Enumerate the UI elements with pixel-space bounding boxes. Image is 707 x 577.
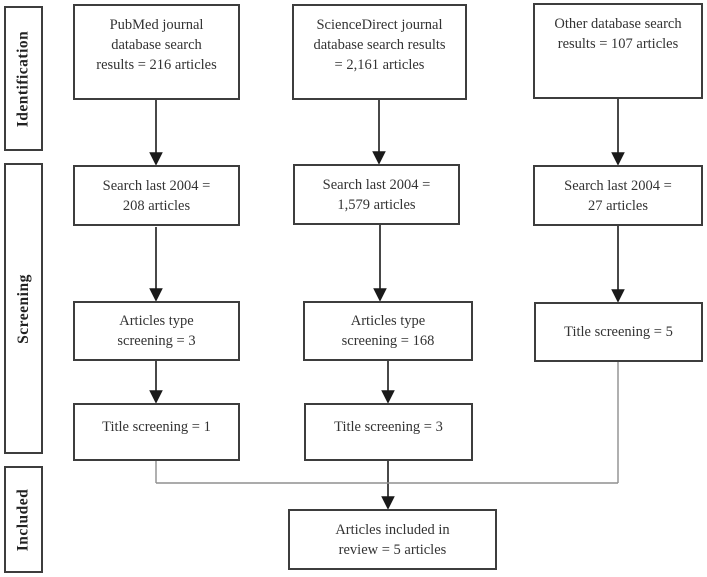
pubmed-articles-type-screening-box: Articles type screening = 3 xyxy=(73,301,240,361)
arrowhead xyxy=(372,151,386,165)
other-search-results-box: Other database search results = 107 arti… xyxy=(533,3,703,99)
box-text: Search last 2004 = 27 articles xyxy=(564,177,672,214)
box-text: Title screening = 5 xyxy=(564,324,673,340)
box-text: Search last 2004 = 1,579 articles xyxy=(322,176,431,213)
arrowhead xyxy=(611,152,625,166)
stage-label-screening: Screening xyxy=(4,163,43,454)
arrowhead xyxy=(373,288,387,302)
box-text: Other database search results = 107 arti… xyxy=(554,16,682,52)
box-text: Articles type screening = 168 xyxy=(341,313,435,349)
other-search-last-2004-box: Search last 2004 = 27 articles xyxy=(533,165,703,226)
arrowhead xyxy=(149,390,163,404)
box-text: Title screening = 3 xyxy=(334,419,443,435)
stage-label-text: Included xyxy=(14,488,32,551)
stage-label-text: Identification xyxy=(14,30,32,127)
sciencedirect-search-results-box: ScienceDirect journal database search re… xyxy=(292,4,467,100)
sciencedirect-search-last-2004-box: Search last 2004 = 1,579 articles xyxy=(293,164,460,225)
other-title-screening-box: Title screening = 5 xyxy=(534,302,703,362)
box-text: ScienceDirect journal database search re… xyxy=(313,17,446,73)
arrowhead xyxy=(381,496,395,510)
pubmed-title-screening-box: Title screening = 1 xyxy=(73,403,240,461)
arrowhead xyxy=(611,289,625,303)
box-text: Articles included in review = 5 articles xyxy=(335,521,450,558)
arrowhead xyxy=(381,390,395,404)
stage-label-included: Included xyxy=(4,466,43,573)
sciencedirect-title-screening-box: Title screening = 3 xyxy=(304,403,473,461)
arrowhead xyxy=(149,288,163,302)
pubmed-search-results-box: PubMed journal database search results =… xyxy=(73,4,240,100)
box-text: Search last 2004 = 208 articles xyxy=(102,177,211,214)
stage-label-identification: Identification xyxy=(4,6,43,151)
pubmed-search-last-2004-box: Search last 2004 = 208 articles xyxy=(73,165,240,226)
box-text: Title screening = 1 xyxy=(102,419,211,435)
articles-included-in-review-box: Articles included in review = 5 articles xyxy=(288,509,497,570)
box-text: PubMed journal database search results =… xyxy=(96,17,217,73)
sciencedirect-articles-type-screening-box: Articles type screening = 168 xyxy=(303,301,473,361)
arrowhead xyxy=(149,152,163,166)
stage-label-text: Screening xyxy=(14,273,32,344)
box-text: Articles type screening = 3 xyxy=(117,313,196,349)
